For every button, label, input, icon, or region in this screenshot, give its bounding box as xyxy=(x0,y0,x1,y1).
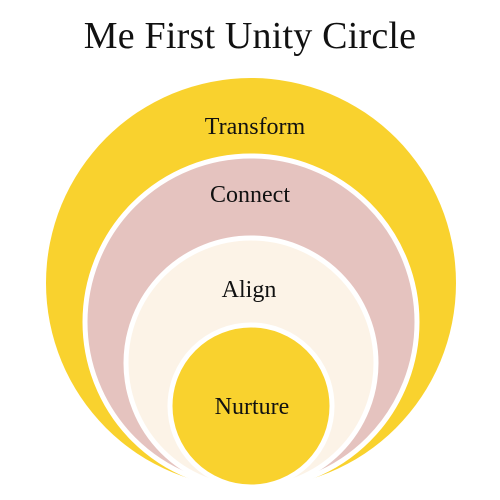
connect-label: Connect xyxy=(210,182,290,208)
diagram-title: Me First Unity Circle xyxy=(83,15,417,57)
nurture-label: Nurture xyxy=(215,394,290,420)
align-label: Align xyxy=(222,277,277,303)
nurture-circle xyxy=(167,322,335,490)
transform-label: Transform xyxy=(205,114,306,140)
